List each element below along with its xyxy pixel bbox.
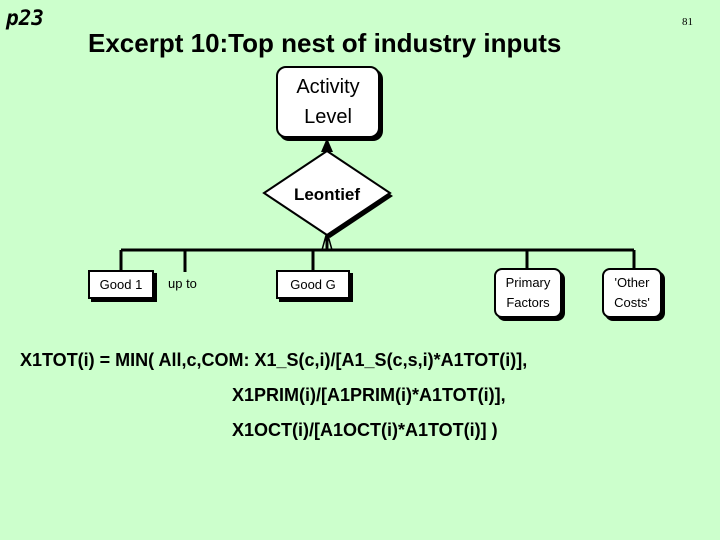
primary-label-1: Primary (505, 275, 551, 290)
input-good-g-label: Good G (290, 277, 336, 292)
formula-line-1: X1TOT(i) = MIN( All,c,COM: X1_S(c,i)/[A1… (20, 350, 528, 370)
trunk-arrowhead (321, 138, 333, 152)
formula-line-3: X1OCT(i)/[A1OCT(i)*A1TOT(i)] ) (232, 420, 498, 440)
activity-label-2: Level (304, 106, 352, 128)
input-good-g: Good G (276, 270, 350, 299)
page-number: 81 (682, 16, 693, 28)
input-primary-factors: Primary Factors (494, 268, 562, 318)
other-label-1: 'Other (614, 275, 650, 290)
page-tag: p23 (6, 6, 44, 30)
activity-label-1: Activity (296, 76, 360, 98)
slide-title: Excerpt 10:Top nest of industry inputs (88, 28, 562, 58)
activity-level-box: Activity Level (276, 66, 380, 138)
formula-line-2: X1PRIM(i)/[A1PRIM(i)*A1TOT(i)], (232, 385, 506, 405)
input-up-to-label: up to (168, 276, 197, 291)
primary-label-2: Factors (506, 295, 550, 310)
input-good-1: Good 1 (88, 270, 154, 299)
other-label-2: Costs' (614, 295, 650, 310)
input-good-1-label: Good 1 (99, 277, 143, 292)
leontief-label: Leontief (294, 185, 360, 204)
input-other-costs: 'Other Costs' (602, 268, 662, 318)
